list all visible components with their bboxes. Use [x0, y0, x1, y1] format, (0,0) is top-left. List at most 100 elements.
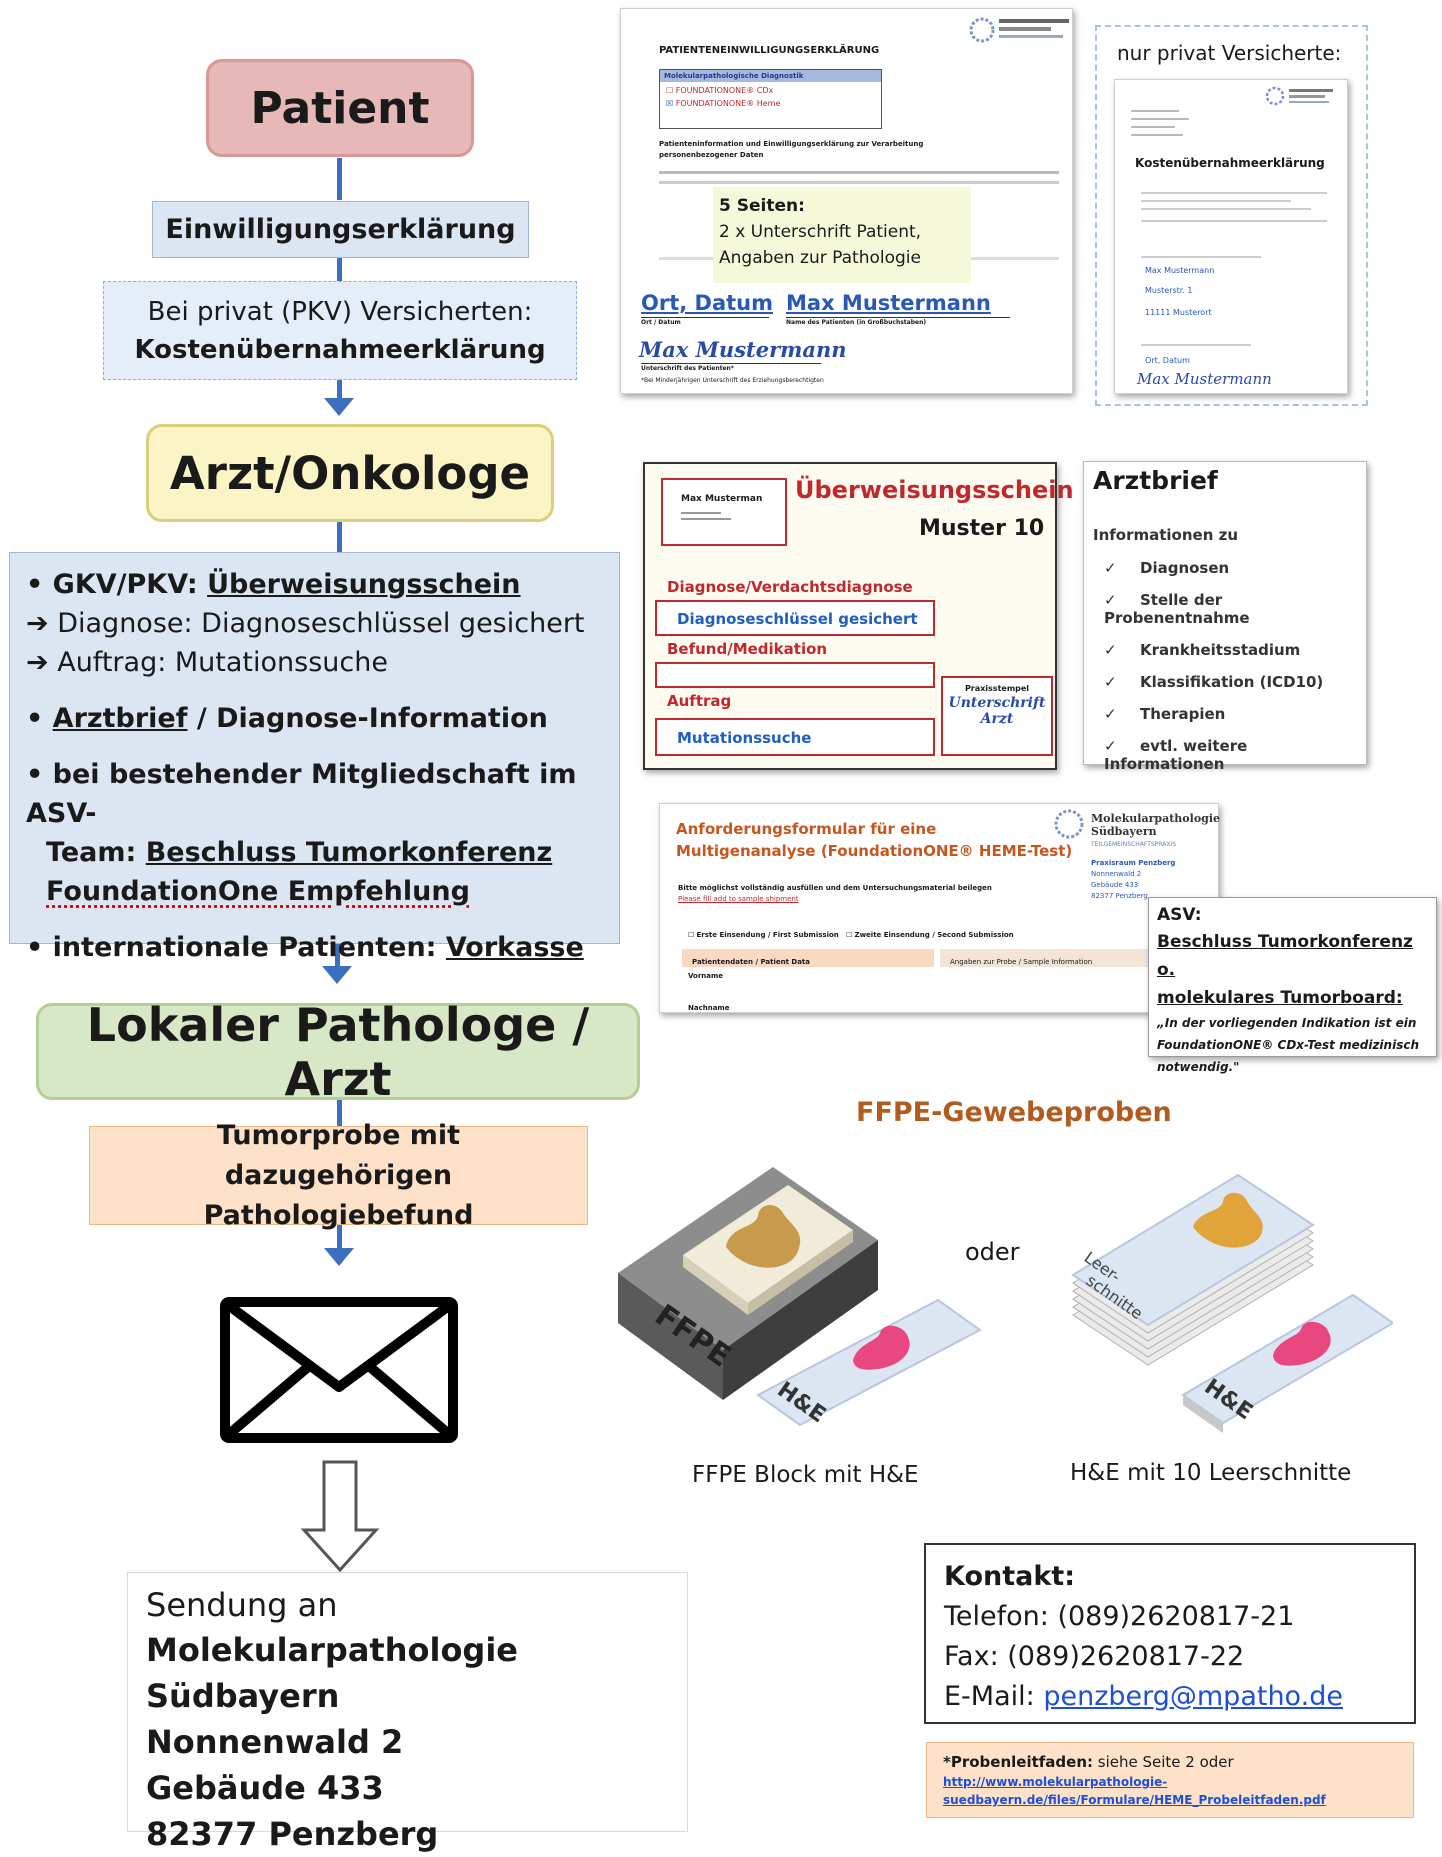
- consent-document: PATIENTENEINWILLIGUNGSERKLÄRUNG Molekula…: [620, 8, 1073, 394]
- referral-title: Überweisungsschein: [795, 476, 1074, 504]
- check-icon: ✓: [1104, 737, 1117, 755]
- address-line-3: Gebäude 433: [146, 1769, 384, 1807]
- doctors-letter-items: ✓Diagnosen ✓Stelle der Probenentnahme ✓K…: [1104, 559, 1366, 787]
- guide-url-2[interactable]: suedbayern.de/files/Formulare/HEME_Probe…: [943, 1793, 1326, 1807]
- list-item: ✓evtl. weitere Informationen: [1104, 737, 1248, 773]
- tumor-sample-box: Tumorprobe mit dazugehörigen Pathologieb…: [89, 1120, 588, 1231]
- referral-auftrag-value: Mutationssuche: [677, 729, 812, 747]
- consent-doc-signature: Max Mustermann: [639, 337, 847, 362]
- consent-doc-section: Molekularpathologische Diagnostik: [660, 70, 881, 82]
- consent-doc-info: Patienteninformation und Einwilligungser…: [659, 140, 924, 159]
- tumor-line1: Tumorprobe mit: [216, 1119, 461, 1151]
- consent-doc-option-2: FOUNDATIONONE® Heme: [675, 99, 781, 108]
- pathologist-node: Lokaler Pathologe / Arzt: [36, 998, 640, 1106]
- address-line-2: Nonnenwald 2: [146, 1723, 404, 1761]
- vorkasse-link: Vorkasse: [445, 932, 584, 963]
- diagnose-line: ➔ Diagnose: Diagnoseschlüssel gesichert: [26, 608, 585, 639]
- pkv-line1: Bei privat (PKV) Versicherten:: [147, 296, 533, 327]
- asv-line-3: FoundationOne Empfehlung: [46, 876, 470, 907]
- arztbrief-link: Arztbrief: [52, 703, 188, 734]
- private-insured-label: nur privat Versicherte:: [1117, 41, 1342, 65]
- request-form: Anforderungsformular für eine Multigenan…: [659, 803, 1220, 1013]
- pathologist-label: Lokaler Pathologe / Arzt: [86, 997, 590, 1106]
- patient-node: Patient: [206, 59, 474, 157]
- check-icon: ✓: [1104, 705, 1117, 723]
- consent-doc-place-date: Ort, Datum: [641, 291, 774, 315]
- address-line-1: Molekularpathologie Südbayern: [146, 1631, 518, 1715]
- check-icon: ✓: [1104, 559, 1117, 577]
- sample-guide-box: *Probenleitfaden: siehe Seite 2 oder htt…: [926, 1742, 1414, 1818]
- practice-stamp: Praxisstempel Unterschrift Arzt: [941, 676, 1053, 756]
- contact-title: Kontakt:: [944, 1561, 1076, 1592]
- asv-note-line-2: molekulares Tumorboard:: [1157, 988, 1403, 1008]
- pkv-line2: Kostenübernahmeerklärung: [134, 334, 546, 365]
- ffpe-block-icon: FFPE H&E: [618, 1167, 982, 1428]
- consent-doc-option-1: FOUNDATIONONE® CDx: [675, 86, 774, 95]
- auftrag-line: ➔ Auftrag: Mutationssuche: [26, 647, 388, 678]
- down-arrow-outline-icon: [300, 1460, 380, 1573]
- guide-url-1[interactable]: http://www.molekularpathologie-: [943, 1775, 1168, 1789]
- asv-line-2: Team: Beschluss Tumorkonferenz: [46, 837, 553, 868]
- contact-email-line: E-Mail: penzberg@mpatho.de: [944, 1681, 1343, 1712]
- doctors-letter: Arztbrief Informationen zu ✓Diagnosen ✓S…: [1083, 461, 1367, 773]
- consent-doc-name: Max Mustermann: [786, 291, 991, 315]
- samples-title: FFPE-Gewebeproben: [856, 1097, 1172, 1128]
- list-item: ✓Krankheitsstadium: [1104, 641, 1301, 659]
- asv-note-line-1: Beschluss Tumorkonferenz o.: [1157, 932, 1413, 980]
- he-caption: H&E mit 10 Leerschnitte: [1070, 1460, 1352, 1486]
- check-icon: ✓: [1104, 641, 1117, 659]
- logo-icon: [1054, 809, 1084, 839]
- cost-coverage-document: Kostenübernahmeerklärung Max Mustermann …: [1114, 79, 1348, 394]
- patient-label: Patient: [250, 82, 430, 134]
- send-label: Sendung an: [146, 1586, 338, 1624]
- guide-line: *Probenleitfaden: siehe Seite 2 oder: [943, 1753, 1234, 1771]
- list-item: ✓Diagnosen: [1104, 559, 1230, 577]
- email-link[interactable]: penzberg@mpatho.de: [1043, 1681, 1343, 1712]
- request-form-title-2: Multigenanalyse (FoundationONE® HEME-Tes…: [676, 842, 1073, 860]
- list-item: ✓Stelle der Probenentnahme: [1104, 591, 1250, 627]
- referral-diagnosis-value: Diagnoseschlüssel gesichert: [677, 610, 918, 628]
- asv-note-label: ASV:: [1157, 905, 1202, 925]
- contact-phone: Telefon: (089)2620817-21: [944, 1601, 1295, 1632]
- referral-link: Überweisungsschein: [207, 569, 521, 600]
- asv-line: • bei bestehender Mitgliedschaft im ASV-: [26, 759, 577, 829]
- asv-note: ASV: Beschluss Tumorkonferenz o. molekul…: [1148, 897, 1437, 1074]
- private-insured-box: nur privat Versicherte: Kostenübernahmee…: [1095, 25, 1368, 406]
- asv-note-quote: „In der vorliegenden Indikation ist ein …: [1157, 1016, 1419, 1074]
- samples-or: oder: [965, 1238, 1020, 1266]
- list-item: ✓Klassifikation (ICD10): [1104, 673, 1324, 691]
- logo-icon: [1265, 86, 1285, 106]
- doctor-node: Arzt/Onkologe: [146, 424, 554, 522]
- intl-line: • internationale Patienten: Vorkasse: [26, 932, 584, 963]
- consent-box: Einwilligungserklärung: [152, 201, 529, 258]
- referral-form: Max Musterman Überweisungsschein Muster …: [643, 462, 1074, 770]
- cost-coverage-signature: Max Mustermann: [1137, 370, 1272, 388]
- tumor-line2: dazugehörigen Pathologiebefund: [203, 1159, 474, 1231]
- tumorkonferenz-link: Beschluss Tumorkonferenz: [145, 837, 553, 868]
- check-icon: ✓: [1104, 673, 1117, 691]
- cost-coverage-title: Kostenübernahmeerklärung: [1135, 156, 1325, 170]
- envelope-icon: [220, 1297, 458, 1443]
- arrow-right-icon: ➔: [26, 647, 49, 678]
- consent-label: Einwilligungserklärung: [165, 214, 516, 245]
- arrow-right-icon: ➔: [26, 608, 49, 639]
- request-form-title-1: Anforderungsformular für eine: [676, 820, 937, 838]
- list-item: ✓Therapien: [1104, 705, 1226, 723]
- pages-note: 5 Seiten: 2 x Unterschrift Patient, Anga…: [713, 187, 971, 283]
- logo-icon: [969, 17, 995, 43]
- contact-fax: Fax: (089)2620817-22: [944, 1641, 1245, 1672]
- doctor-details-box: • GKV/PKV: Überweisungsschein ➔ Diagnose…: [9, 552, 620, 963]
- check-icon: ✓: [1104, 591, 1117, 609]
- referral-patient-name: Max Musterman: [681, 494, 763, 504]
- referral-subtitle: Muster 10: [919, 516, 1045, 541]
- gkv-line: • GKV/PKV: Überweisungsschein: [26, 569, 521, 600]
- ffpe-caption: FFPE Block mit H&E: [692, 1462, 919, 1488]
- doctor-label: Arzt/Onkologe: [169, 446, 531, 500]
- pkv-box: Bei privat (PKV) Versicherten: Kostenübe…: [103, 281, 577, 380]
- contact-box: Kontakt: Telefon: (089)2620817-21 Fax: (…: [924, 1543, 1416, 1724]
- he-slides-stack-icon: Leer- schnitte H&E: [1071, 1173, 1393, 1433]
- shipping-address-box: Sendung an Molekularpathologie Südbayern…: [127, 1572, 688, 1853]
- doctors-letter-title: Arztbrief: [1093, 466, 1218, 495]
- arztbrief-line: • Arztbrief / Diagnose-Information: [26, 703, 548, 734]
- consent-doc-title: PATIENTENEINWILLIGUNGSERKLÄRUNG: [659, 45, 880, 56]
